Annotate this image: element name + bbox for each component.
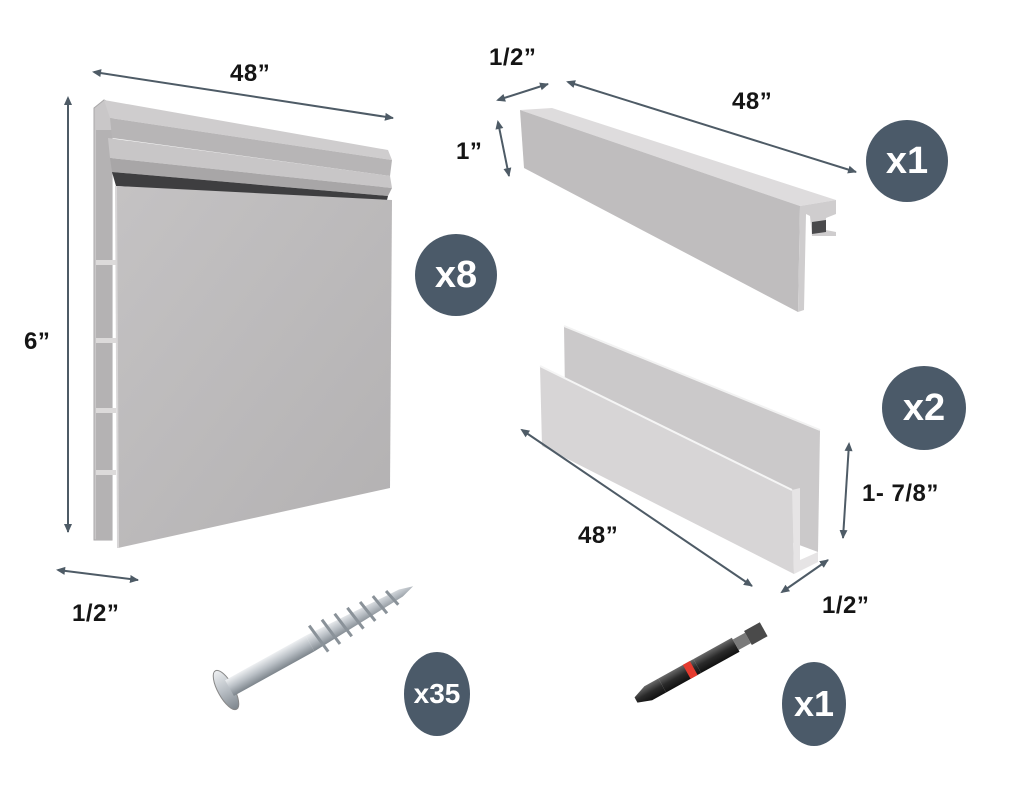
screw-image [212,586,414,711]
panel-depth-label: 1/2” [72,600,120,627]
arrow-channel-height [839,442,853,539]
channel-depth-label: 1/2” [822,592,870,619]
arrow-trim-length [566,80,857,174]
trim-height-label: 1” [456,138,483,165]
arrow-channel-depth [780,559,829,594]
channel-height-label: 1- 7/8” [862,480,939,507]
trim-quantity-label: x1 [885,139,929,182]
driver-bit-image [634,622,768,703]
trim-quantity-badge: x1 [866,120,948,202]
trim-depth-label: 1/2” [489,44,537,71]
arrow-panel-length [92,69,394,121]
panel-quantity-badge: x8 [415,234,497,316]
panel-quantity-label: x8 [434,253,478,296]
screw-quantity-label: x35 [413,678,461,709]
arrow-channel-length [520,428,753,587]
bit-quantity-badge: x1 [782,662,846,746]
slatwall-panel-image [93,99,392,549]
bit-quantity-label: x1 [793,683,835,724]
panel-length-label: 48” [230,60,271,87]
channel-length-label: 48” [578,522,619,549]
screw-quantity-badge: x35 [404,652,470,736]
channel-quantity-label: x2 [902,386,946,429]
panel-height-label: 6” [24,328,51,355]
arrow-trim-height [495,120,512,177]
top-trim-image [520,108,836,312]
channel-quantity-badge: x2 [882,366,966,450]
trim-length-label: 48” [732,88,773,115]
arrow-panel-depth [56,566,139,583]
arrow-trim-depth [496,82,549,102]
